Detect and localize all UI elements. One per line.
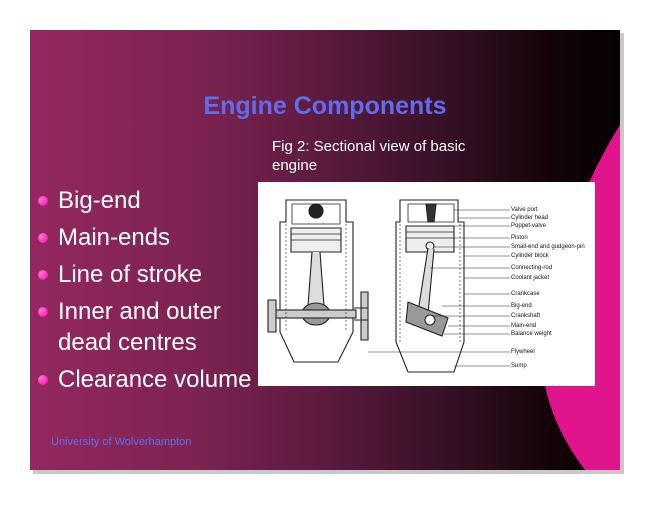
bullet-item: Line of stroke	[36, 259, 261, 290]
bullet-list: Big-end Main-ends Line of stroke Inner a…	[36, 185, 261, 401]
diagram-label: Connecting-rod	[511, 265, 553, 271]
diagram-label: Piston	[511, 235, 528, 241]
bullet-item: Main-ends	[36, 222, 261, 253]
diagram-label: Big-end	[511, 303, 532, 309]
diagram-label: Sump	[511, 363, 527, 369]
footer-text: University of Wolverhampton	[51, 436, 192, 448]
engine-drawing	[267, 199, 510, 373]
diagram-label: Valve port	[511, 207, 538, 213]
bullet-icon	[38, 375, 48, 385]
bullet-text: Big-end	[58, 187, 141, 214]
diagram-label: Crankcase	[511, 291, 540, 297]
diagram-label: Flywheel	[511, 349, 535, 355]
bullet-text: Main-ends	[58, 224, 171, 251]
bullet-text: Clearance volume	[58, 366, 252, 393]
figure-caption: Fig 2: Sectional view of basic engine	[272, 138, 466, 174]
diagram-label: Cylinder head	[511, 215, 549, 221]
diagram-label: Main-end	[511, 323, 537, 329]
bullet-text: Inner and outer dead centres	[58, 298, 221, 356]
bullet-text: Line of stroke	[58, 261, 203, 288]
bullet-icon	[38, 196, 48, 206]
bullet-item: Big-end	[36, 185, 261, 216]
engine-diagram: Valve port Cylinder head Poppet-valve Pi…	[258, 182, 595, 386]
bullet-icon	[38, 233, 48, 243]
diagram-label: Balance weight	[511, 331, 552, 337]
slide-title: Engine Components	[203, 92, 447, 120]
diagram-label: Coolant jacket	[511, 275, 550, 281]
bullet-item: Clearance volume	[36, 364, 261, 395]
diagram-label: Cylinder block	[511, 253, 549, 259]
bullet-icon	[38, 270, 48, 280]
diagram-label: Poppet-valve	[511, 223, 547, 229]
diagram-label: Crankshaft	[511, 313, 541, 319]
diagram-label: Small-end and gudgeon-pin	[511, 244, 585, 250]
slide: Engine Components Fig 2: Sectional view …	[30, 30, 620, 470]
bullet-icon	[38, 307, 48, 317]
bullet-item: Inner and outer dead centres	[36, 296, 261, 358]
